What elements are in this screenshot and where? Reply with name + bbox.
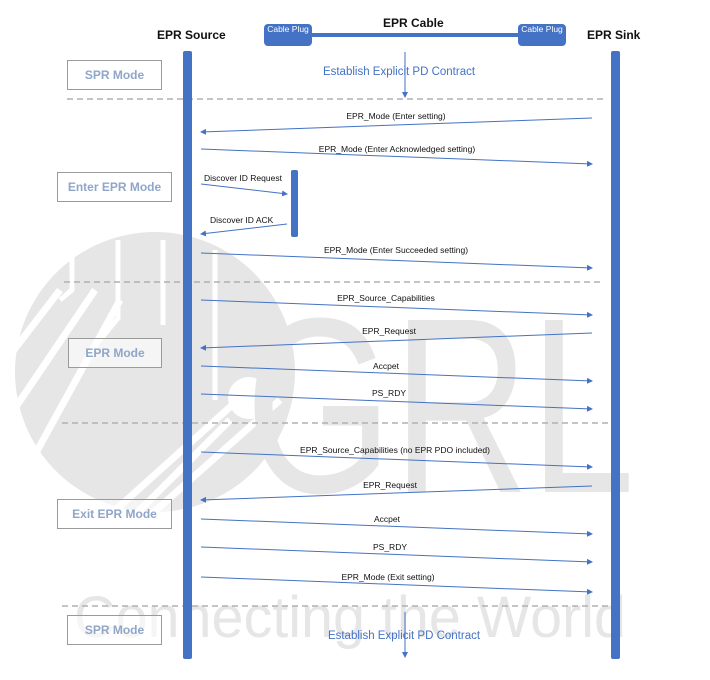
arrow-epr-mode-enter-ack: [200, 148, 593, 167]
msg-label: EPR_Request: [362, 326, 416, 336]
epr-sink-title: EPR Sink: [587, 28, 641, 42]
contract-label-bottom: Establish Explicit PD Contract: [327, 630, 481, 642]
msg-label: EPR_Mode (Enter Succeeded setting): [323, 245, 469, 255]
msg-label: EPR_Mode (Enter Acknowledged setting): [318, 144, 476, 154]
arrow-accept: [200, 365, 593, 384]
arrow-epr-mode-enter: [200, 117, 593, 135]
arrow-epr-source-cap-no-pdo: [200, 451, 593, 470]
arrow-ps-rdy: [200, 393, 593, 412]
msg-label: PS_RDY: [371, 388, 407, 398]
mode-box-enter-epr: Enter EPR Mode: [57, 172, 172, 202]
watermark-tagline: Connecting the World: [74, 585, 626, 650]
msg-label: Accpet: [374, 514, 400, 524]
right-cable-plug: Cable Plug: [518, 24, 566, 46]
source-lifeline: [183, 51, 192, 659]
cable-line: [300, 33, 530, 37]
msg-label: EPR_Source_Capabilities (no EPR PDO incl…: [300, 445, 490, 455]
mode-box-spr-bottom: SPR Mode: [67, 615, 162, 645]
left-cable-plug: Cable Plug: [264, 24, 312, 46]
arrow-epr-request: [200, 332, 593, 351]
msg-label: PS_RDY: [372, 542, 408, 552]
msg-label: EPR_Request: [363, 480, 417, 490]
msg-label: Discover ID Request: [204, 173, 282, 183]
epr-cable-title: EPR Cable: [383, 16, 444, 30]
grl-logo-text: GRL: [245, 266, 635, 545]
sink-lifeline: [611, 51, 620, 659]
arrow-epr-mode-exit: [200, 576, 593, 595]
contract-label-top: Establish Explicit PD Contract: [322, 66, 476, 78]
msg-label: Discover ID ACK: [210, 215, 274, 225]
arrow-ps-rdy-2: [200, 546, 593, 565]
arrow-epr-request-2: [200, 485, 593, 503]
arrow-discover-id-request: [200, 183, 288, 197]
arrow-epr-source-cap: [200, 299, 593, 318]
arrow-accept-2: [200, 518, 593, 537]
mode-box-exit-epr: Exit EPR Mode: [57, 499, 172, 529]
cable-activation-bar: [291, 170, 298, 237]
msg-label: EPR_Mode (Enter setting): [346, 111, 446, 121]
msg-label: EPR_Mode (Exit setting): [341, 572, 435, 582]
msg-label: Accpet: [373, 361, 399, 371]
epr-source-title: EPR Source: [157, 28, 226, 42]
arrow-epr-mode-enter-succeeded: [200, 252, 593, 271]
mode-box-epr: EPR Mode: [68, 338, 162, 368]
section-dividers: [62, 98, 622, 607]
msg-label: EPR_Source_Capabilities: [337, 293, 435, 303]
arrow-discover-id-ack: [200, 223, 288, 237]
mode-box-spr-top: SPR Mode: [67, 60, 162, 90]
